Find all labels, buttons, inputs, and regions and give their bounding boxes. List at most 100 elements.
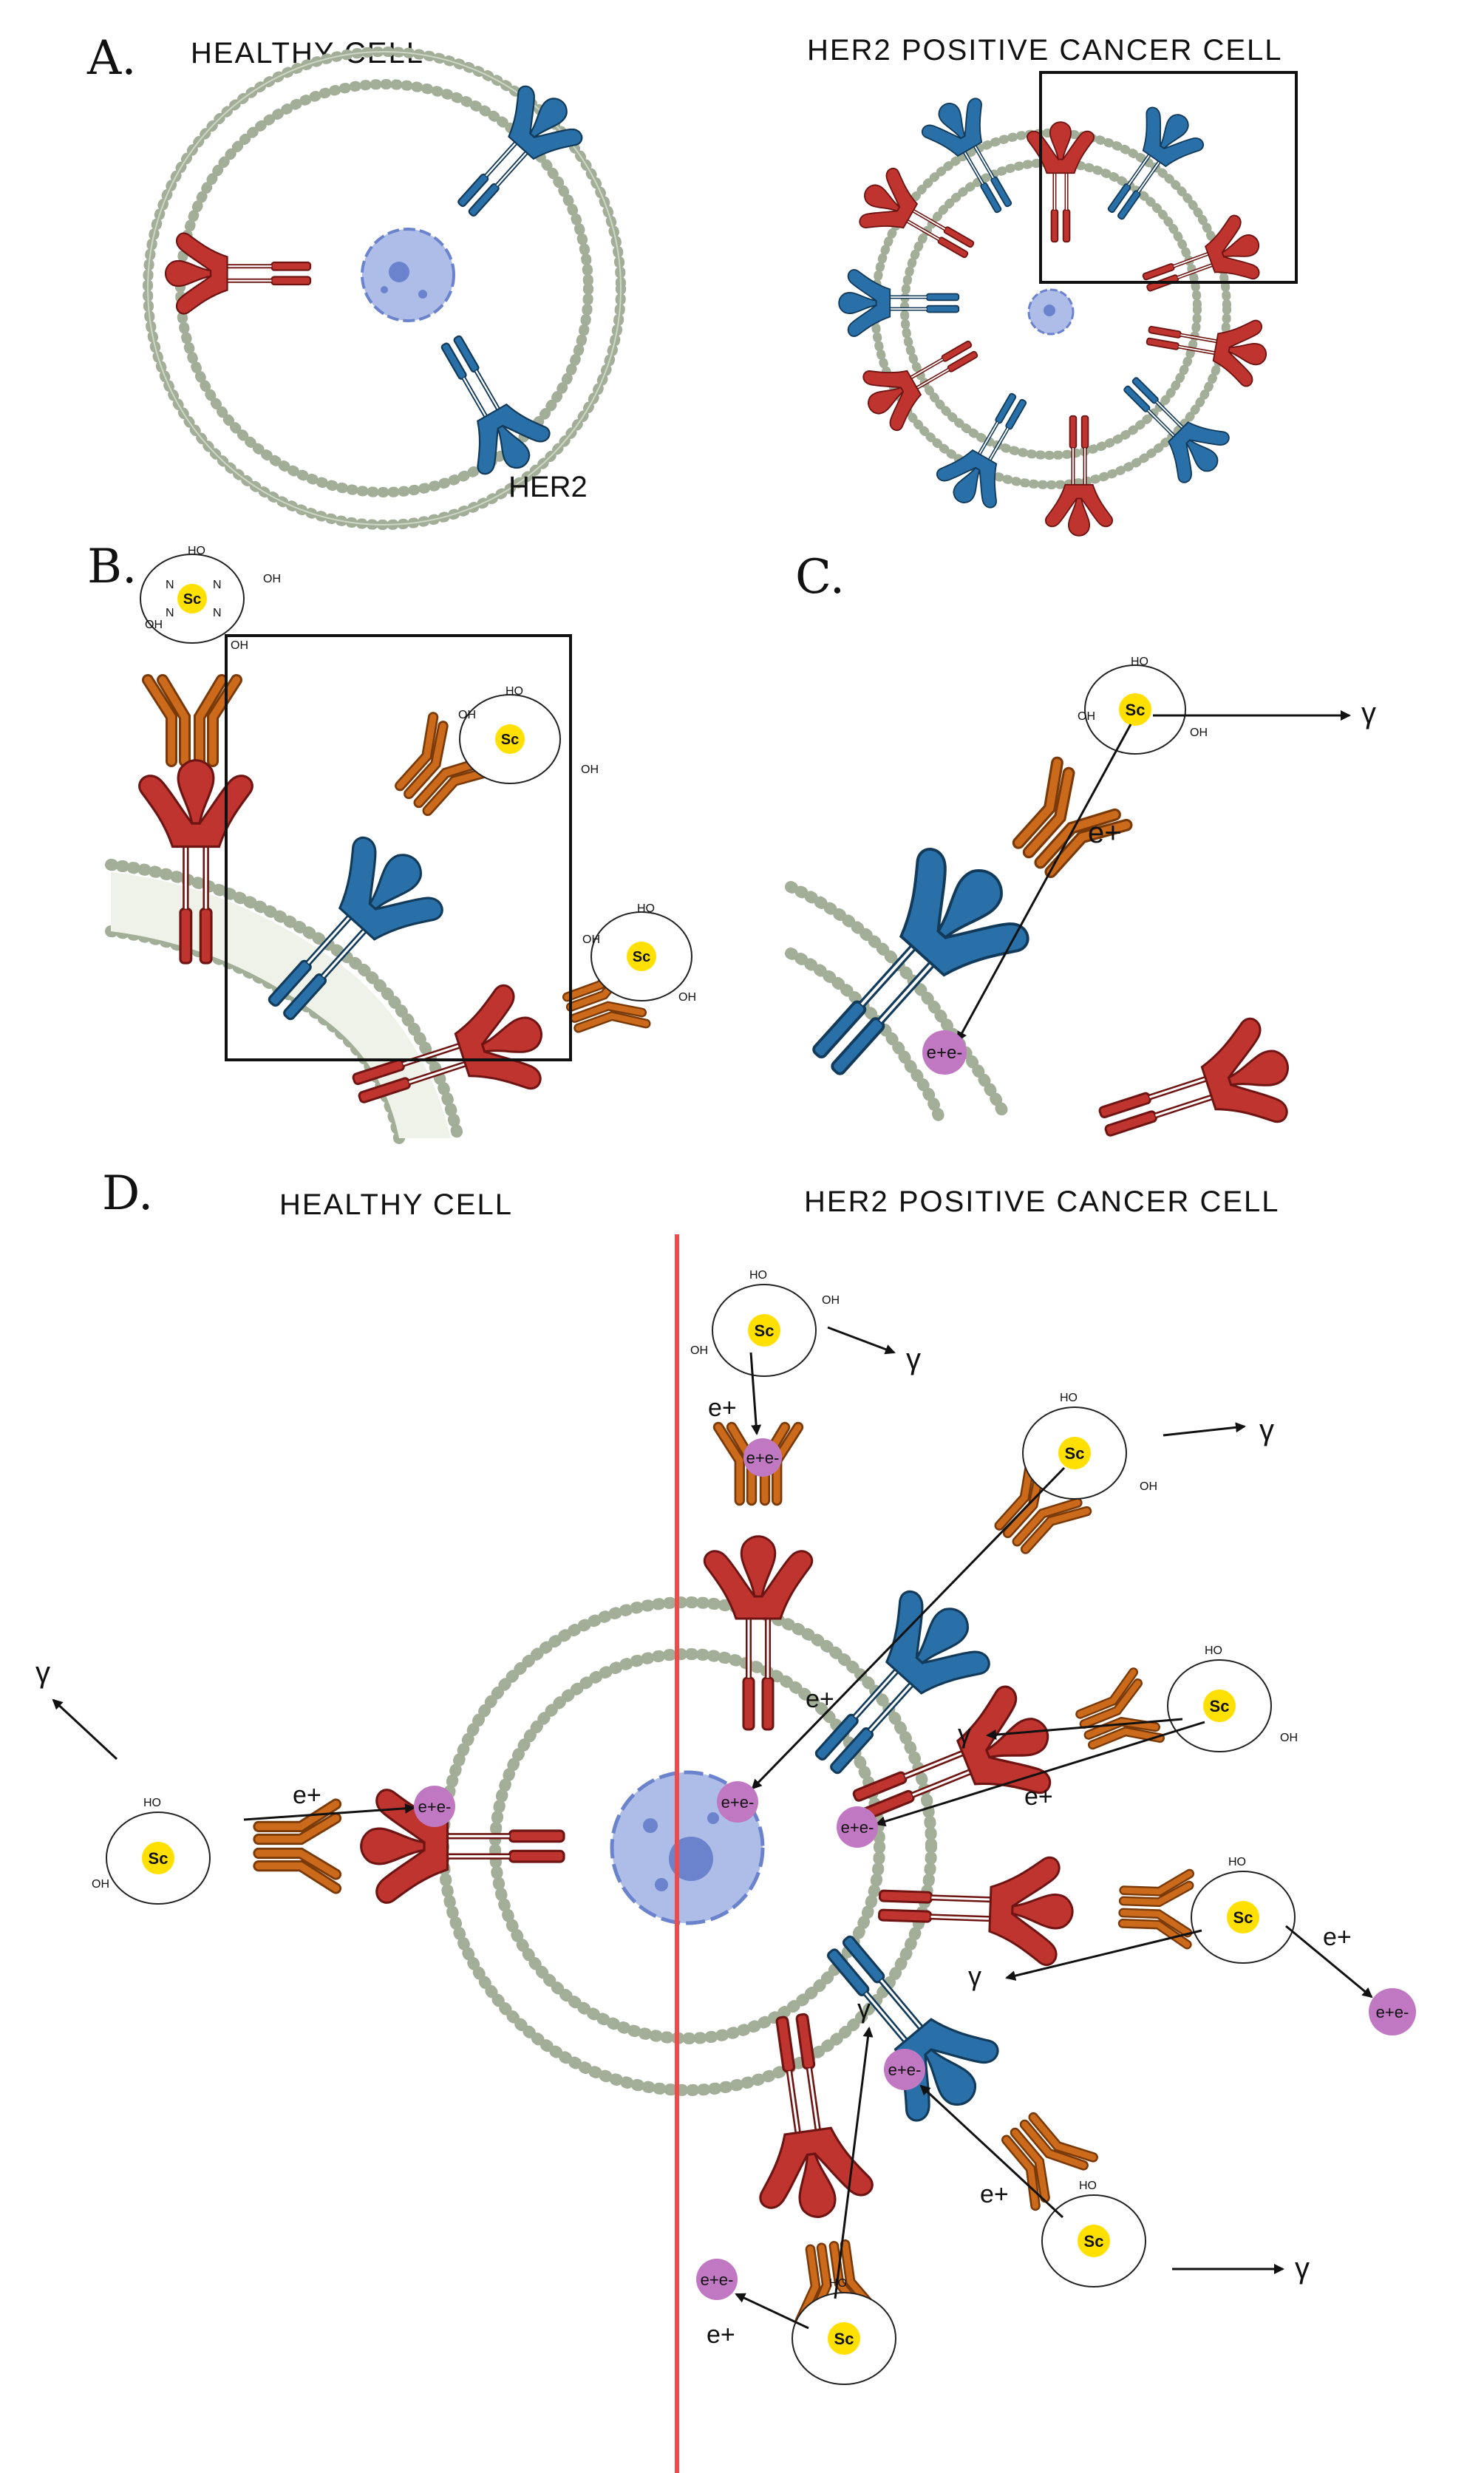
scandium-symbol: Sc (501, 732, 519, 748)
panel-d: Sc OH HO γ e+ e+e- Sc (35, 1234, 1416, 2473)
oh-group: OH (1280, 1732, 1298, 1744)
nitrogen-atom: N (166, 579, 174, 591)
oh-group: OH (581, 763, 599, 776)
annihilation-label: e+e- (888, 2061, 922, 2079)
panel-a-letter: A. (87, 31, 137, 86)
positron-path (749, 1352, 762, 1435)
chelator: Sc OH OH HO (458, 685, 599, 784)
cancer-side-receptors (704, 1427, 1189, 2321)
annihilation-label: e+e- (418, 1797, 452, 1816)
panel-a-cancer-title: HER2 POSITIVE CANCER CELL (807, 34, 1283, 67)
positron-label: e+ (1323, 1923, 1352, 1951)
annihilation-event (743, 1438, 782, 1477)
gamma-arrow (827, 1326, 896, 1355)
annihilation-label: e+e- (721, 1793, 755, 1812)
cancer-cell-nucleus (1027, 288, 1075, 336)
annihilation-label: e+e- (746, 1449, 780, 1467)
gamma-label: γ (1259, 1414, 1274, 1446)
chelator: Sc OH HO (92, 1797, 211, 1905)
healthy-cell-nucleus (361, 228, 455, 322)
ho-group: HO (749, 1269, 767, 1282)
scandium-symbol: Sc (149, 1849, 169, 1868)
annihilation-label: e+e- (1376, 2003, 1409, 2021)
oh-group: OH (92, 1878, 109, 1891)
panel-c: Sc OH OH HO γ e+ e+e- (775, 656, 1376, 1174)
oh-group: OH (678, 991, 696, 1004)
positron-label: e+ (1088, 817, 1122, 849)
oh-group: OH (231, 639, 248, 652)
antibody (148, 680, 236, 761)
ho-group: HO (1079, 2180, 1097, 2192)
positron-path (243, 1803, 415, 1821)
annihilation-label: e+e- (701, 2270, 734, 2289)
ho-group: HO (1131, 656, 1148, 668)
positron-path (956, 724, 1132, 1042)
gamma-label: γ (968, 1961, 981, 1991)
annihilation-event (717, 1781, 758, 1823)
chelator: Sc OH HO (1167, 1644, 1298, 1752)
positron-path (1285, 1925, 1373, 1999)
her2-label: HER2 (508, 471, 588, 503)
gamma-arrow (834, 2027, 874, 2299)
oh-group: OH (1190, 727, 1208, 739)
ho-group: HO (188, 545, 205, 557)
scandium-symbol: Sc (633, 949, 650, 965)
gamma-label: γ (958, 1718, 971, 1749)
chelator: Sc OH HO (1022, 1392, 1157, 1500)
oh-group: OH (690, 1344, 708, 1357)
positron-path (919, 2084, 1064, 2219)
zoom-box-a (1039, 71, 1298, 284)
healthy-cell-membrane (143, 47, 626, 530)
scandium-symbol: Sc (1233, 1908, 1253, 1927)
gamma-arrow (1163, 1422, 1246, 1437)
gamma-label: γ (1295, 2252, 1310, 2285)
ho-group: HO (1205, 1644, 1222, 1657)
gamma-arrow (52, 1698, 118, 1761)
scandium-symbol: Sc (1210, 1697, 1230, 1715)
oh-group: OH (1140, 1480, 1157, 1493)
zoom-box-b (225, 634, 572, 1061)
positron-path (751, 1466, 1066, 1790)
nitrogen-atom: N (213, 607, 222, 619)
annihilation-event (922, 1030, 967, 1075)
oh-group: OH (263, 573, 281, 585)
positron-label: e+ (707, 2321, 735, 2349)
panel-c-letter: C. (795, 550, 845, 605)
panel-d-healthy-title: HEALTHY CELL (279, 1188, 513, 1221)
annihilation-event (696, 2259, 738, 2300)
scandium-symbol: Sc (1126, 701, 1146, 719)
scandium-symbol: Sc (1065, 1444, 1085, 1463)
ho-group: HO (1060, 1392, 1078, 1404)
positron-label: e+ (980, 2180, 1009, 2208)
ho-group: HO (143, 1797, 161, 1809)
annihilation-event (414, 1786, 455, 1827)
chelator: Sc HO (1191, 1856, 1296, 1964)
scandium-symbol: Sc (834, 2330, 854, 2348)
oh-group: OH (822, 1294, 840, 1307)
her2-receptor-red (361, 1790, 564, 1903)
panel-d-cancer-title: HER2 POSITIVE CANCER CELL (804, 1186, 1280, 1218)
chelator: Sc N N N N OH OH OH HO (140, 545, 281, 652)
scandium-symbol: Sc (1084, 2232, 1104, 2251)
positron-label: e+ (806, 1685, 834, 1713)
annihilation-event (884, 2049, 925, 2090)
positron-label: e+ (1024, 1783, 1053, 1811)
her2-receptor-blue (415, 321, 557, 486)
ho-group: HO (1228, 1856, 1246, 1868)
oh-group: OH (1078, 710, 1095, 723)
gamma-arrow (1005, 1929, 1202, 1981)
oh-group: OH (458, 709, 476, 721)
nitrogen-atom: N (213, 579, 222, 591)
positron-label: e+ (293, 1781, 321, 1809)
her2-receptor-red (1086, 1012, 1303, 1174)
nitrogen-atom: N (166, 607, 174, 619)
positron-label: e+ (708, 1394, 737, 1422)
panel-b-letter: B. (87, 540, 137, 594)
annihilation-label: e+e- (841, 1818, 874, 1837)
gamma-label: γ (857, 1993, 871, 2024)
chelator: Sc HO (792, 2277, 896, 2385)
panel-d-letter: D. (102, 1166, 154, 1221)
chelator: Sc OH OH HO (1078, 656, 1208, 755)
her2-receptor-red (166, 233, 310, 313)
